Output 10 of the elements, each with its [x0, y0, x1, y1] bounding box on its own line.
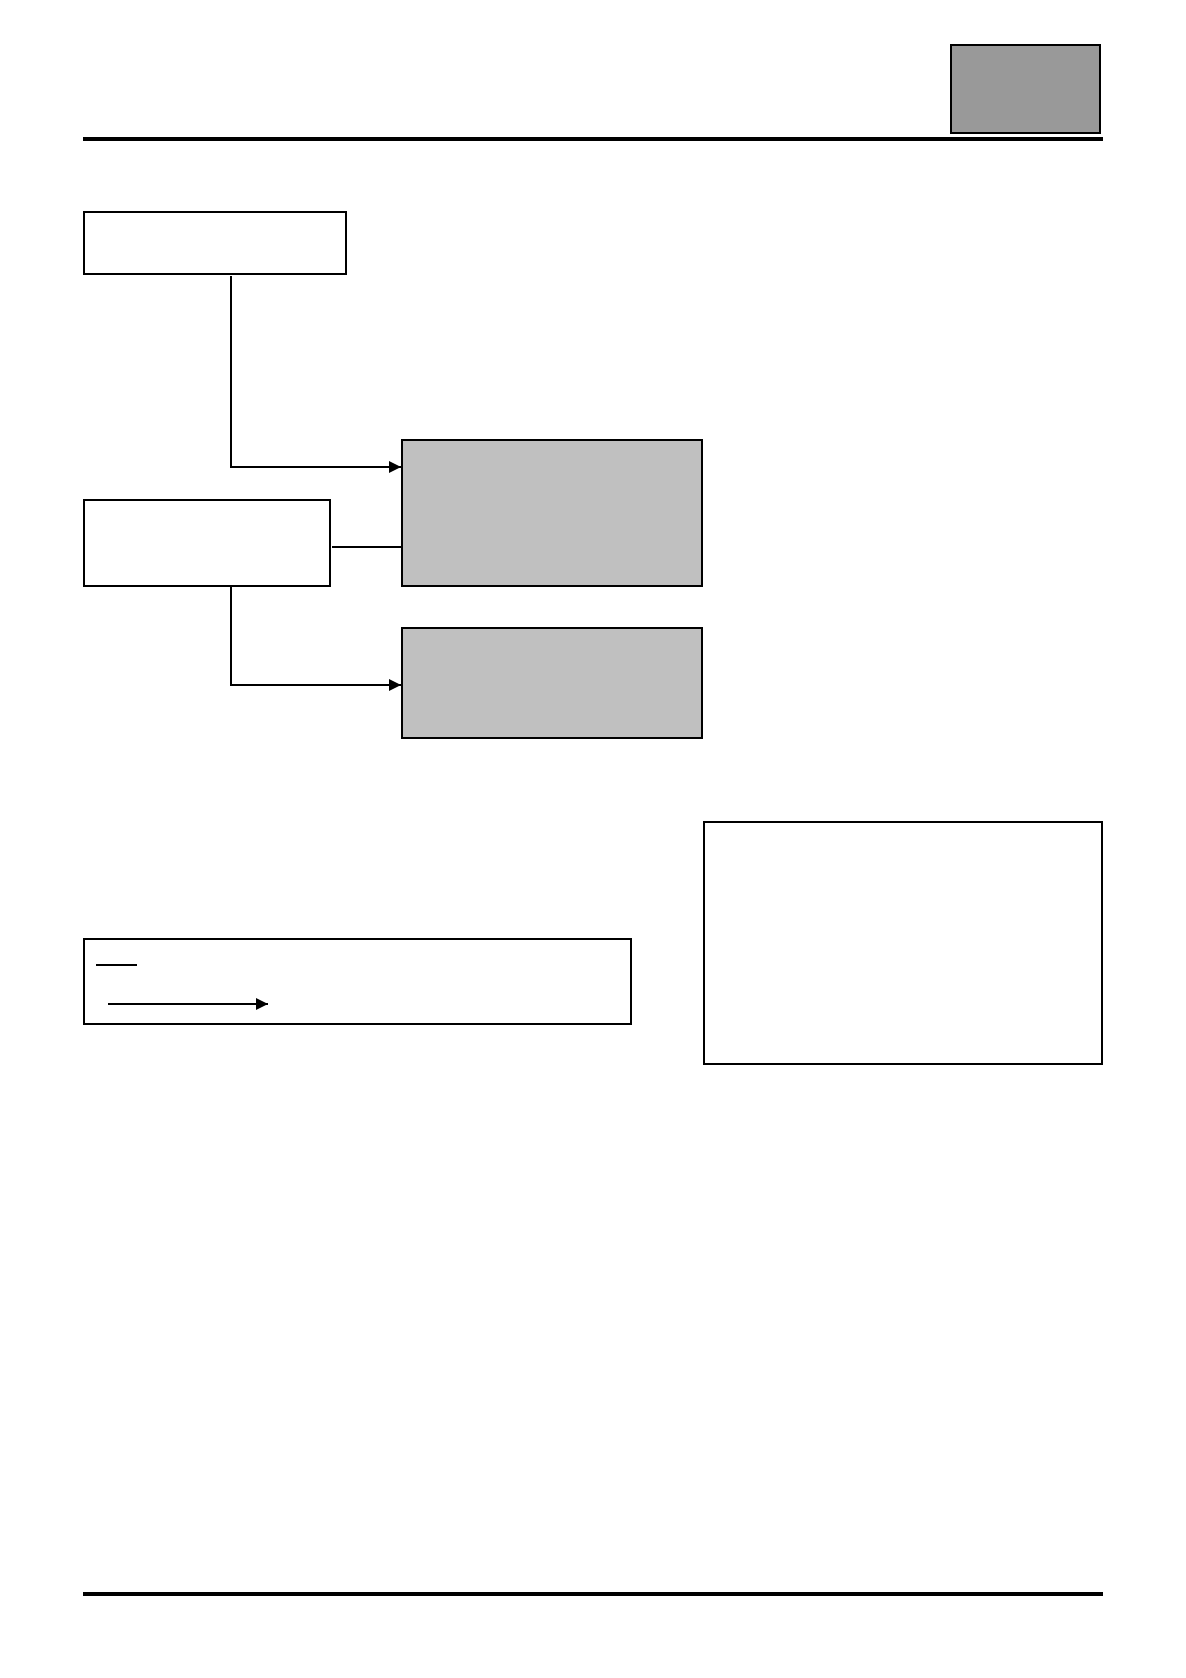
- connector-line: [331, 546, 402, 548]
- arrow: [230, 586, 402, 691]
- key-box: [83, 938, 632, 1025]
- process-box: [401, 627, 703, 739]
- process-box: [401, 439, 703, 587]
- process-box: [83, 211, 347, 275]
- arrow: [230, 275, 402, 473]
- process-box: [83, 499, 331, 587]
- header-box: [950, 44, 1101, 134]
- note-box: [703, 821, 1103, 1065]
